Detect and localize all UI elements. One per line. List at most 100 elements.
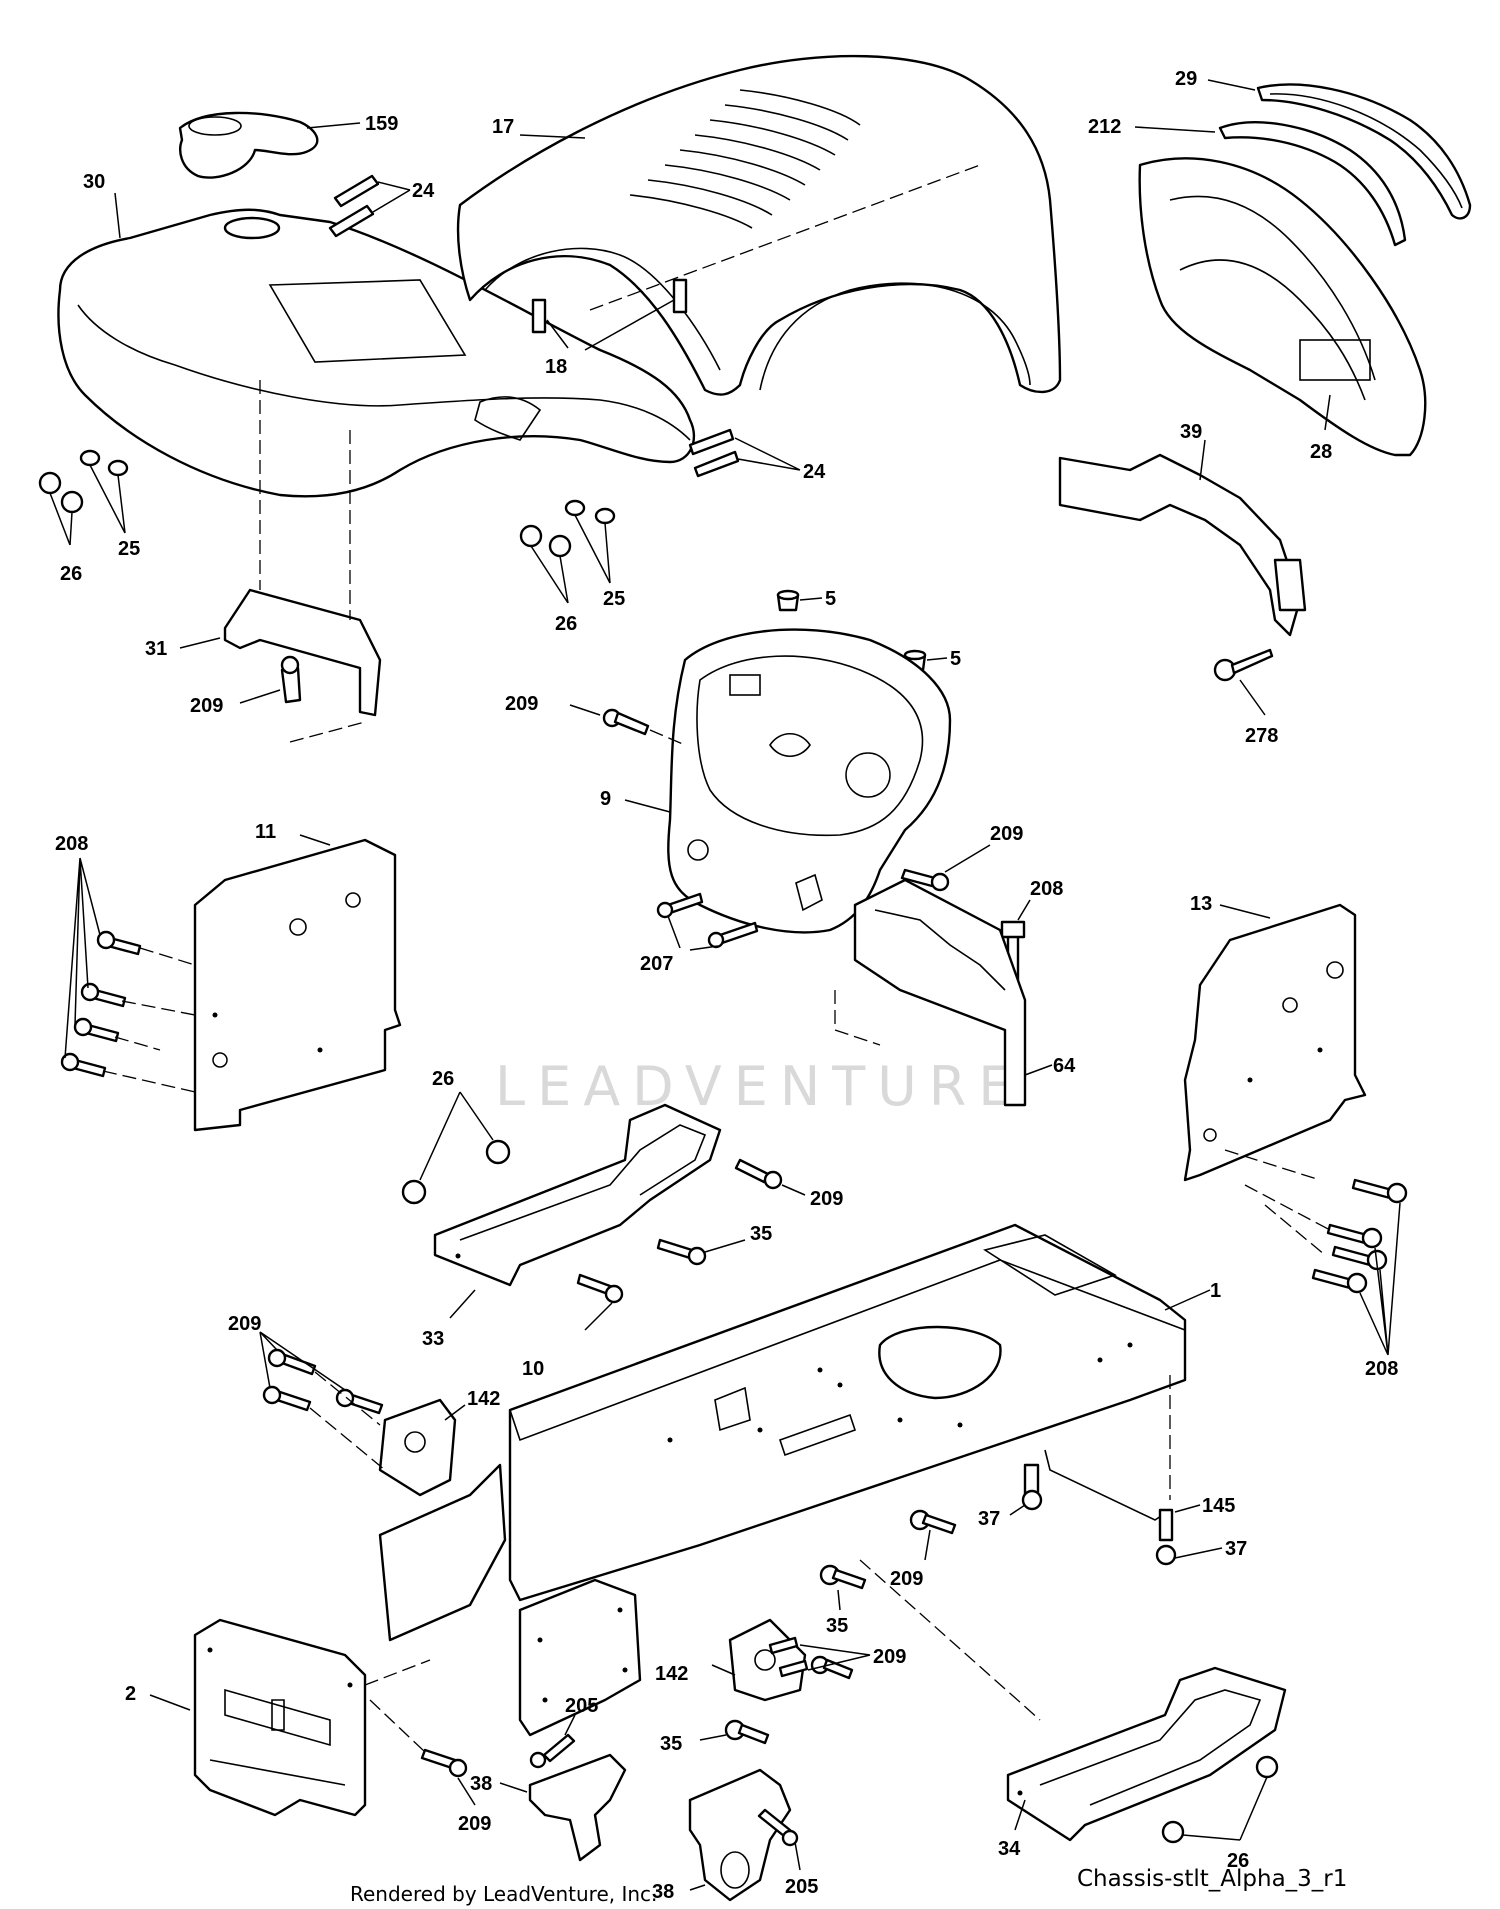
callout-5-a: 5 (825, 588, 836, 610)
part-fender-bracket[interactable] (223, 588, 382, 717)
callout-13: 13 (1190, 893, 1212, 915)
bolt-35-footrest[interactable] (656, 1238, 707, 1266)
callout-9: 9 (600, 788, 611, 810)
callout-5-b: 5 (950, 648, 961, 670)
part-fender[interactable] (57, 208, 696, 498)
callout-24-upper: 24 (412, 180, 435, 202)
hood-clips[interactable] (531, 278, 688, 334)
part-linkage-rod[interactable] (1021, 1449, 1177, 1566)
part-hood[interactable] (456, 54, 1062, 396)
callout-64: 64 (1053, 1055, 1076, 1077)
bolts-208-right[interactable] (1311, 1178, 1408, 1294)
rendered-by-credit: Rendered by LeadVenture, Inc. (350, 1882, 658, 1906)
part-footrest-right[interactable] (1006, 1666, 1287, 1842)
bolt-10[interactable] (576, 1273, 624, 1304)
part-plate-38-left[interactable] (528, 1753, 627, 1862)
bolt-209-footrest[interactable] (734, 1158, 783, 1190)
bolt-209-rear[interactable] (420, 1748, 468, 1778)
callout-212: 212 (1088, 116, 1121, 138)
screw-278[interactable] (1213, 648, 1274, 682)
bolt-35-center[interactable] (819, 1564, 867, 1590)
callout-26-right: 26 (1227, 1850, 1249, 1872)
callout-207: 207 (640, 953, 673, 975)
bolt-209-dash-right[interactable] (900, 868, 950, 892)
bolt-24-lower[interactable] (688, 428, 740, 478)
part-grille-strip[interactable] (1256, 83, 1472, 220)
bolts-209-left[interactable] (262, 1348, 384, 1415)
callout-38-right: 38 (652, 1881, 674, 1903)
hood-vents (629, 89, 861, 229)
callout-209-bracket: 209 (190, 695, 223, 717)
watermark: LEADVENTURE (495, 1055, 1024, 1118)
callout-2: 2 (125, 1683, 136, 1705)
callout-209-footrest: 209 (810, 1188, 843, 1210)
screw-205-right[interactable] (757, 1808, 799, 1847)
callout-34: 34 (998, 1838, 1021, 1860)
part-side-panel-right[interactable] (1183, 903, 1367, 1182)
callout-25-left: 25 (118, 538, 140, 560)
callout-208-dash: 208 (1030, 878, 1063, 900)
callout-10: 10 (522, 1358, 544, 1380)
part-main-frame[interactable] (508, 1223, 1187, 1602)
washers-nuts-left[interactable] (38, 449, 129, 514)
callout-26-left: 26 (60, 563, 82, 585)
callout-33: 33 (422, 1328, 444, 1350)
callout-11: 11 (255, 821, 276, 843)
diagram-code: Chassis-stlt_Alpha_3_r1 (1077, 1866, 1348, 1892)
callout-278: 278 (1245, 725, 1278, 747)
callout-209-dash-left: 209 (505, 693, 538, 715)
part-footrest-left[interactable] (433, 1103, 722, 1287)
callout-35-center: 35 (826, 1615, 848, 1637)
callout-26-footrest: 26 (432, 1068, 454, 1090)
bolts-208-left[interactable] (60, 930, 142, 1078)
callout-142-left: 142 (467, 1388, 500, 1410)
bolt-209-bracket[interactable] (280, 655, 302, 704)
part-plate-38-right[interactable] (688, 1768, 792, 1902)
callout-29: 29 (1175, 68, 1197, 90)
part-axle-bracket-left[interactable] (378, 1398, 507, 1642)
part-dash-bracket[interactable] (853, 878, 1027, 1107)
part-dash-panel[interactable] (667, 628, 952, 934)
part-axle-bracket-right[interactable] (728, 1618, 807, 1702)
part-rear-hitch-plate[interactable] (193, 1618, 367, 1817)
callout-26-middle: 26 (555, 613, 577, 635)
callout-208-left: 208 (55, 833, 88, 855)
callout-159: 159 (365, 113, 398, 135)
part-grille[interactable] (1138, 157, 1427, 457)
part-grille-bracket[interactable] (1058, 453, 1307, 637)
callout-1: 1 (1210, 1280, 1221, 1302)
callout-142-right: 142 (655, 1663, 688, 1685)
callout-37-lower: 37 (1225, 1538, 1247, 1560)
callout-35-footrest: 35 (750, 1223, 772, 1245)
nuts-26-right[interactable] (1161, 1755, 1279, 1844)
nuts-26-footrest[interactable] (401, 1139, 511, 1205)
part-rear-plate[interactable] (518, 1578, 642, 1737)
callout-209-center: 209 (890, 1568, 923, 1590)
callout-18: 18 (545, 356, 567, 378)
callout-205-left: 205 (565, 1695, 598, 1717)
callout-38-left: 38 (470, 1773, 492, 1795)
screw-205-left[interactable] (529, 1733, 576, 1769)
bolt-24-upper[interactable] (328, 174, 380, 238)
callout-30: 30 (83, 171, 105, 193)
part-grille-trim[interactable] (1218, 121, 1407, 247)
callout-208-right: 208 (1365, 1358, 1398, 1380)
callout-209-right: 209 (873, 1646, 906, 1668)
callout-209-dash-right: 209 (990, 823, 1023, 845)
callout-17: 17 (492, 116, 514, 138)
screws-207[interactable] (656, 892, 759, 949)
callout-35-lower: 35 (660, 1733, 682, 1755)
bolt-35-lower[interactable] (724, 1719, 770, 1745)
callout-25-middle: 25 (603, 588, 625, 610)
callout-28: 28 (1310, 441, 1332, 463)
washers-nuts-middle[interactable] (519, 499, 616, 558)
bolt-209-dash-left[interactable] (602, 708, 650, 736)
callout-209-rear: 209 (458, 1813, 491, 1835)
callout-24-lower: 24 (803, 461, 826, 483)
part-side-panel-left[interactable] (193, 838, 402, 1132)
part-cup-holder[interactable] (178, 111, 319, 179)
bolt-209-center[interactable] (909, 1509, 957, 1535)
callout-209-left: 209 (228, 1313, 261, 1335)
callout-205-right: 205 (785, 1876, 818, 1898)
